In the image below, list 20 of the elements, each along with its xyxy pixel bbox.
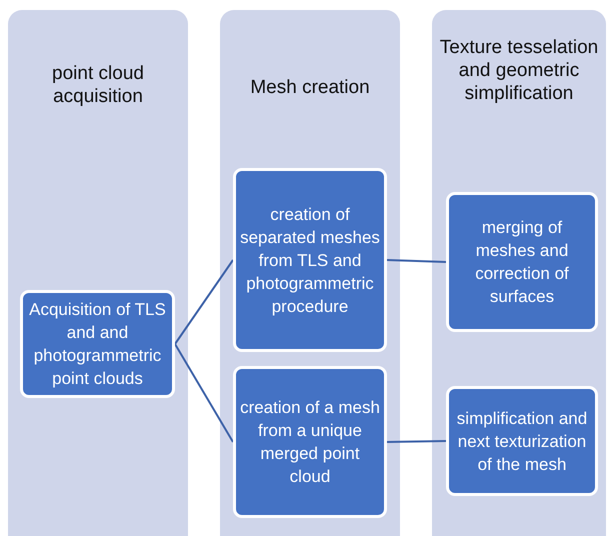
process-box: [233, 168, 387, 352]
process-text: creation of a mesh from a unique merged point cloud: [239, 397, 381, 488]
column-heading: Mesh creation: [249, 76, 371, 99]
process-text: Acquisition of TLS and and photogrammetric point clouds: [28, 299, 167, 390]
process-box: [233, 366, 387, 518]
column-band: [8, 10, 188, 536]
process-text: merging of meshes and correction of surfaces: [474, 217, 570, 308]
connector-line: [386, 259, 446, 263]
connector-line: [386, 440, 446, 443]
connector-line: [174, 343, 234, 443]
process-text: creation of separated meshes from TLS and photogrammetric procedure: [239, 204, 381, 318]
connector-line: [174, 259, 234, 345]
process-text: simplification and next texturization of the mesh: [456, 408, 588, 476]
process-box: [20, 290, 175, 398]
column-heading: Texture tesselation and geometric simplification: [438, 36, 600, 105]
column-band: [220, 10, 400, 536]
process-box: [446, 192, 598, 332]
column-heading: point cloud acquisition: [51, 62, 145, 108]
column-band: [432, 10, 606, 536]
process-box: [446, 386, 598, 496]
